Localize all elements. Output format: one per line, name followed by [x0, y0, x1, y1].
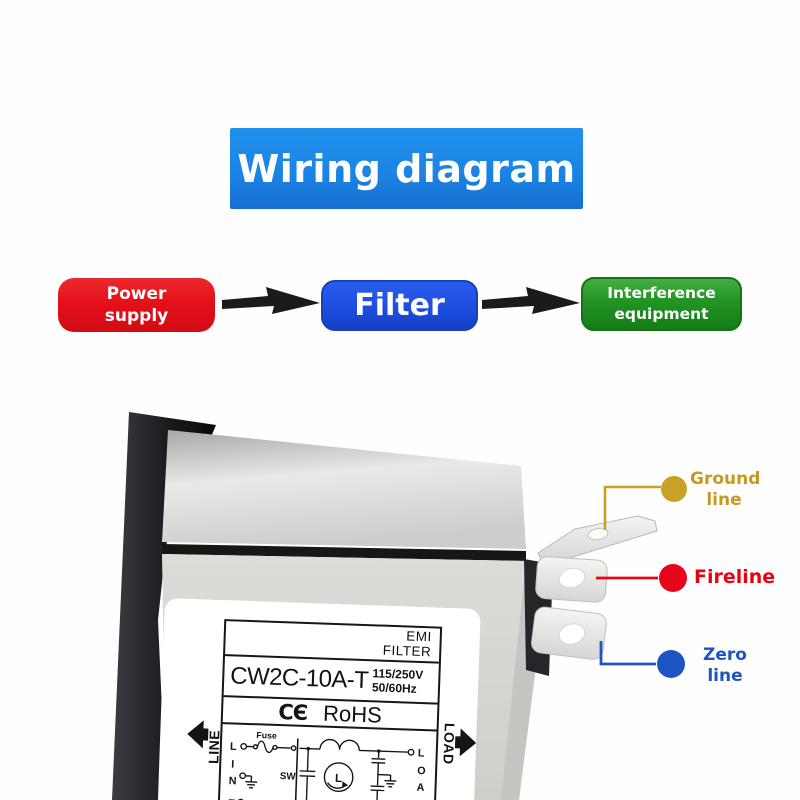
- flow-node-filter: Filter: [321, 280, 478, 331]
- load-letter-o: O: [417, 765, 426, 777]
- fuse-label: Fuse: [256, 730, 277, 741]
- product-type-line1: EMI: [406, 628, 433, 645]
- title-banner: Wiring diagram: [230, 128, 583, 209]
- line-letter-i: I: [231, 759, 234, 771]
- load-letter-a: A: [416, 782, 424, 794]
- line-letter-l: L: [230, 741, 237, 753]
- line-letter-e: E: [228, 798, 236, 800]
- frequency-rating: 50/60Hz: [371, 679, 417, 696]
- model-number: CW2C-10A-T: [229, 661, 369, 694]
- ground-terminal: [537, 515, 658, 563]
- product-type-line2: FILTER: [382, 642, 432, 659]
- load-letter-l: L: [418, 747, 425, 759]
- zero-line-label: Zero line: [698, 645, 752, 688]
- device-top-face: [162, 430, 526, 549]
- flow-arrow-icon: [482, 287, 580, 314]
- rohs-mark: RoHS: [322, 700, 383, 728]
- flow-node-power-supply: Power supply: [58, 278, 215, 332]
- ground-label-line2: line: [706, 490, 742, 511]
- switch-label: SW: [280, 771, 297, 783]
- fireline-terminal: [535, 556, 608, 603]
- page-title: Wiring diagram: [237, 146, 576, 191]
- zero-label-line1: Zero: [703, 645, 747, 665]
- ce-mark-icon: CЄ: [277, 699, 308, 725]
- flow-arrow-icon: [222, 287, 320, 314]
- zero-label-line2: line: [707, 666, 743, 687]
- ground-line-label: Ground line: [690, 469, 761, 512]
- power-supply-label-line1: Power: [106, 283, 167, 304]
- spec-row-circuit: Fuse SW L L I N E L O A D: [219, 724, 436, 800]
- spec-table: EMI FILTER CW2C-10A-T 115/250V 50/60Hz C…: [216, 619, 443, 800]
- load-arrow-icon: [454, 728, 477, 757]
- filter-label: Filter: [354, 288, 445, 323]
- choke-label: L: [335, 772, 343, 785]
- fireline-label-text: Fireline: [694, 566, 776, 588]
- line-letter-n: N: [229, 775, 237, 787]
- circuit-diagram: Fuse SW L L I N E L O A D: [228, 730, 426, 800]
- flow-node-interference-equipment: Interference equipment: [581, 277, 742, 331]
- line-marking: LINE: [205, 729, 223, 765]
- device-spec-label: EMI FILTER CW2C-10A-T 115/250V 50/60Hz C…: [157, 598, 481, 800]
- equipment-label-line1: Interference: [607, 284, 716, 303]
- zero-terminal: [531, 606, 607, 660]
- equipment-label-line2: equipment: [614, 305, 709, 323]
- device-top-gap: [162, 544, 526, 561]
- line-arrow-icon: [187, 720, 209, 749]
- mounting-flange: [112, 412, 216, 800]
- power-supply-label-line2: supply: [104, 306, 169, 326]
- ground-label-line1: Ground: [690, 469, 761, 489]
- fireline-label: Fireline: [694, 566, 776, 590]
